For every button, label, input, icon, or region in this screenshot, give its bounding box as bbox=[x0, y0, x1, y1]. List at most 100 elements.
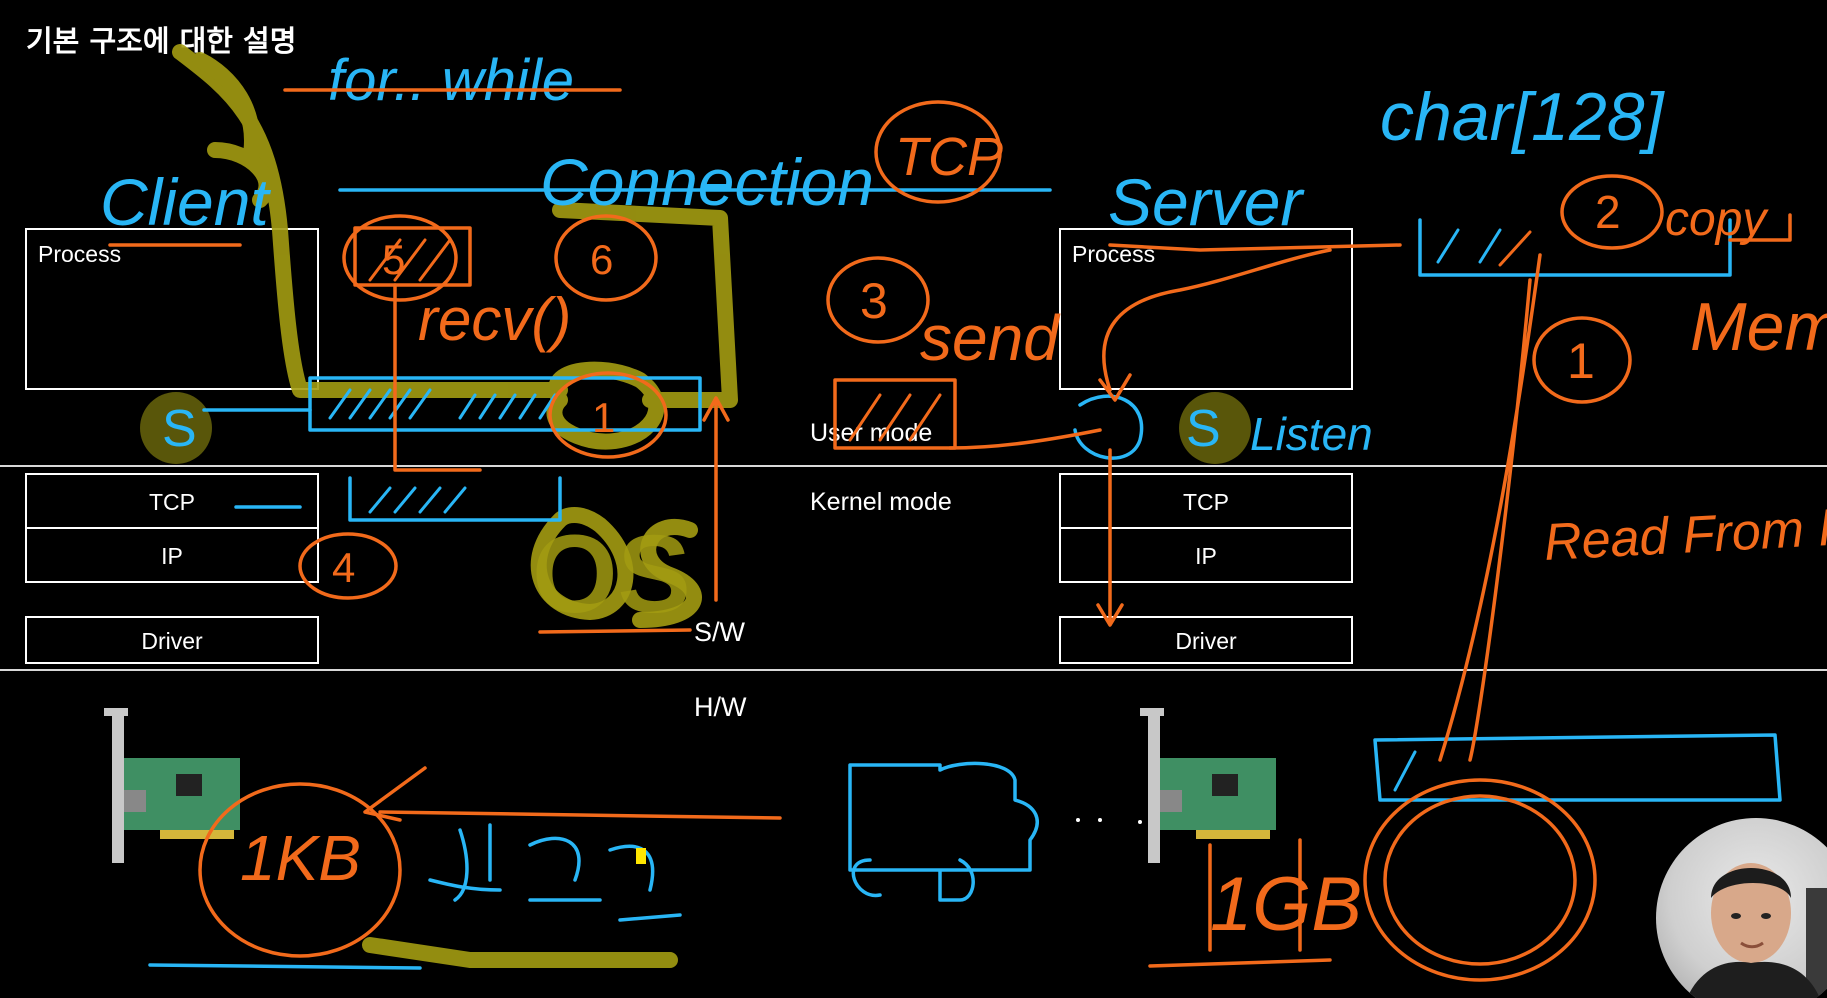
hw-server: Server bbox=[1108, 165, 1305, 239]
nic-bracket bbox=[1148, 708, 1160, 863]
hw-num-2: 2 bbox=[1595, 186, 1621, 238]
client-vertical bbox=[393, 283, 482, 472]
olive-s-dot-right bbox=[1179, 392, 1251, 464]
ellipsis-dots bbox=[1076, 818, 1142, 824]
client-recv-box bbox=[353, 226, 472, 287]
server-ip-box bbox=[1059, 527, 1353, 583]
client-stack: Process TCP IP Driver bbox=[25, 228, 319, 664]
orange-hatching bbox=[368, 230, 1532, 442]
hw-underline-left bbox=[148, 963, 422, 970]
hw-os: OS bbox=[532, 513, 691, 636]
client-process-label: Process bbox=[38, 241, 121, 267]
hw-num-6: 6 bbox=[590, 236, 613, 283]
1kb-leader bbox=[363, 766, 782, 822]
hw-mem: Mem bbox=[1690, 289, 1827, 365]
hw-num-4: 4 bbox=[332, 544, 355, 591]
olive-highlights bbox=[172, 44, 738, 968]
nic-gold-fingers bbox=[160, 830, 234, 839]
server-tcp-label: TCP bbox=[1183, 489, 1229, 515]
orange-annotations bbox=[108, 88, 1792, 982]
read-arrow bbox=[1438, 253, 1542, 762]
hw-num-5: 5 bbox=[382, 236, 405, 283]
circle-num-1-server bbox=[1532, 316, 1632, 404]
client-ip-box bbox=[25, 527, 319, 583]
user-mode-label: User mode bbox=[810, 419, 932, 447]
hw-num-3: 3 bbox=[860, 273, 888, 329]
nic-bracket-tab bbox=[1140, 708, 1164, 716]
olive-os-o bbox=[530, 507, 634, 620]
hw-read-from-file: Read From File. bbox=[1543, 495, 1827, 572]
server-driver-label: Driver bbox=[1175, 628, 1237, 654]
olive-bracket bbox=[172, 44, 568, 398]
client-driver-box bbox=[25, 616, 319, 664]
kernel-buffer bbox=[348, 476, 562, 522]
olive-frame bbox=[552, 202, 738, 408]
hw-s-right: S bbox=[1186, 400, 1221, 458]
nic-port bbox=[1160, 790, 1182, 812]
hw-num-1-client: 1 bbox=[592, 394, 615, 441]
send-arrow bbox=[948, 248, 1332, 450]
client-process-box bbox=[25, 228, 319, 390]
olive-os-s bbox=[632, 519, 702, 628]
nic-chip bbox=[1212, 774, 1238, 796]
olive-ring bbox=[546, 361, 665, 450]
olive-s-dot-left bbox=[140, 392, 212, 464]
circle-num-6 bbox=[554, 214, 658, 302]
nic-bracket bbox=[112, 708, 124, 863]
hw-num-1-server: 1 bbox=[1567, 333, 1595, 389]
hw-connection: Connection bbox=[540, 145, 874, 219]
circle-1kb bbox=[198, 782, 402, 958]
server-process-box bbox=[1059, 228, 1353, 390]
circle-num-3 bbox=[826, 256, 930, 344]
copy-arrow bbox=[1728, 213, 1792, 242]
blue-annotations bbox=[148, 188, 1782, 970]
network-card-icon bbox=[104, 708, 240, 863]
network-card-icon bbox=[1140, 708, 1276, 863]
hw-client: Client bbox=[100, 165, 271, 239]
sw-underline bbox=[538, 628, 692, 634]
circle-right-outer bbox=[1363, 778, 1597, 982]
client-tcp-label: TCP bbox=[149, 489, 195, 515]
sw-up-arrow bbox=[702, 396, 730, 602]
server-socket-loop bbox=[1073, 394, 1144, 460]
nic-gold-fingers bbox=[1196, 830, 1270, 839]
puzzle-icon bbox=[848, 761, 1039, 902]
hw-1kb: 1KB bbox=[240, 822, 361, 894]
circle-num-1-client bbox=[548, 371, 668, 459]
client-driver-label: Driver bbox=[141, 628, 203, 654]
server-down-arrow bbox=[1096, 448, 1124, 627]
kernel-mode-label: Kernel mode bbox=[810, 488, 952, 516]
nic-chip bbox=[176, 774, 202, 796]
server-process-underline bbox=[1108, 243, 1402, 252]
server-buffer bbox=[1418, 218, 1732, 277]
hw-copy: copy bbox=[1665, 193, 1769, 246]
slide-title: 기본 구조에 대한 설명 bbox=[26, 24, 297, 58]
hw-recv: recv() bbox=[418, 286, 571, 353]
hw-underline-right bbox=[1148, 958, 1332, 968]
hw-char-buffer: char[128] bbox=[1380, 79, 1666, 155]
file-buffer bbox=[1373, 733, 1782, 802]
circle-right-inner bbox=[1383, 794, 1577, 966]
presenter-webcam bbox=[1656, 818, 1827, 998]
olive-underline bbox=[362, 937, 678, 968]
client-ip-label: IP bbox=[161, 543, 183, 569]
hw-s-left: S bbox=[162, 400, 197, 458]
nic-bracket-tab bbox=[104, 708, 128, 716]
hw-for-while: for.. while bbox=[328, 48, 574, 113]
hw-listen: Listen bbox=[1250, 408, 1373, 460]
circle-tcp bbox=[874, 100, 1002, 204]
nic-port bbox=[124, 790, 146, 812]
circle-num-4 bbox=[298, 532, 398, 600]
client-buffer bbox=[308, 376, 702, 432]
circle-num-2 bbox=[1560, 174, 1664, 250]
circle-num-5 bbox=[342, 214, 458, 302]
olive-scribble bbox=[192, 52, 275, 208]
sw-label: S/W bbox=[694, 617, 746, 647]
hw-send: send bbox=[920, 302, 1061, 374]
server-ip-label: IP bbox=[1195, 543, 1217, 569]
hw-tcp: TCP bbox=[895, 127, 1003, 187]
presenter-figure bbox=[1687, 863, 1827, 998]
blue-korean-scribble bbox=[428, 823, 682, 922]
